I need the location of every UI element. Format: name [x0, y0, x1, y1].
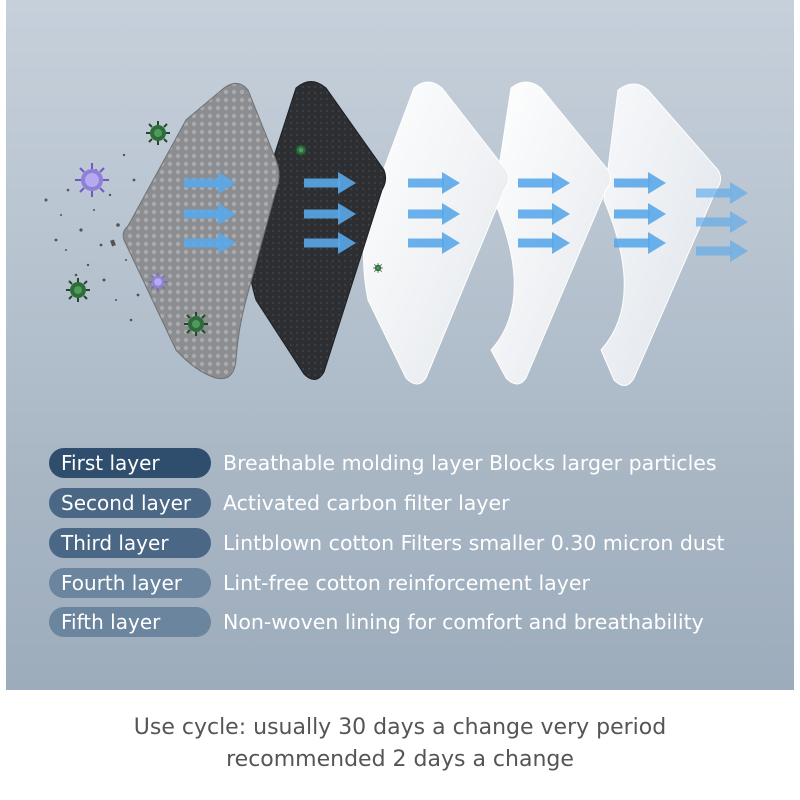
layer-description: Activated carbon filter layer	[223, 491, 510, 515]
layer-label: Second layer	[49, 488, 211, 518]
layer-label: Fifth layer	[49, 607, 211, 637]
footer-note-line-2: recommended 2 days a change	[226, 747, 574, 772]
footer-note-line-1: Use cycle: usually 30 days a change very…	[133, 715, 667, 740]
fourth-layer-sheet	[490, 81, 612, 385]
layer-description: Lintblown cotton Filters smaller 0.30 mi…	[223, 531, 725, 555]
layer-description: Breathable molding layer Blocks larger p…	[223, 451, 717, 475]
info-panel: First layer Breathable molding layer Blo…	[6, 0, 794, 690]
layer-label: Third layer	[49, 528, 211, 558]
layer-row-third: Third layer Lintblown cotton Filters sma…	[49, 528, 789, 558]
layer-row-first: First layer Breathable molding layer Blo…	[49, 448, 789, 478]
layer-row-second: Second layer Activated carbon filter lay…	[49, 488, 789, 518]
layer-description: Lint-free cotton reinforcement layer	[223, 571, 590, 595]
fifth-layer-sheet	[600, 83, 722, 386]
first-layer-sheet	[122, 83, 280, 380]
layer-row-fourth: Fourth layer Lint-free cotton reinforcem…	[49, 568, 789, 598]
layer-description: Non-woven lining for comfort and breatha…	[223, 610, 704, 634]
layer-list: First layer Breathable molding layer Blo…	[6, 0, 794, 690]
layer-label: First layer	[49, 448, 211, 478]
layer-label: Fourth layer	[49, 568, 211, 598]
filter-layers-illustration	[44, 81, 748, 386]
layer-row-fifth: Fifth layer Non-woven lining for comfort…	[49, 607, 789, 637]
